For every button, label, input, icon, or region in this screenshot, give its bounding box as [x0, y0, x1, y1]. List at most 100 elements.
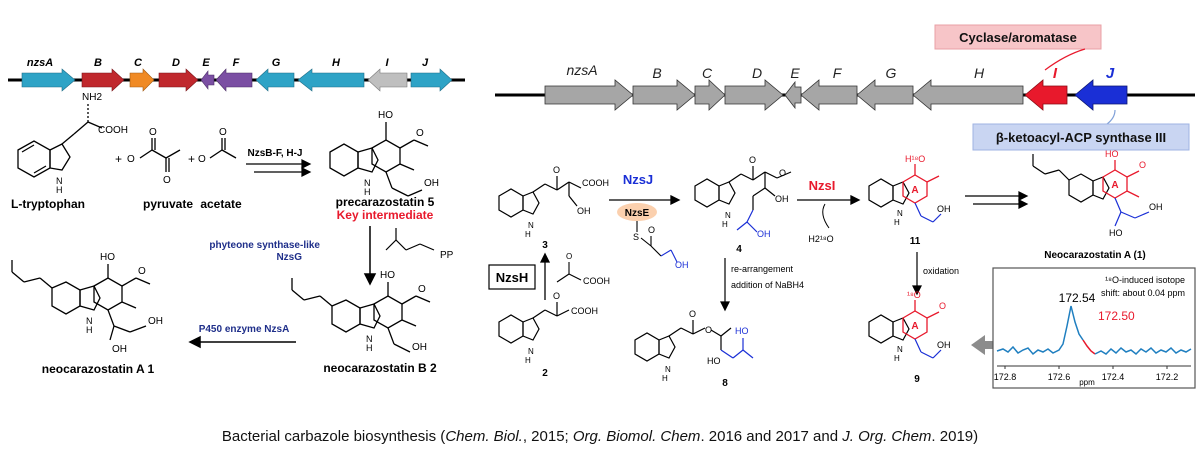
neocarazostatin-a-structure: [11, 260, 151, 341]
nzsh-pyruvate-cooh: COOH: [583, 276, 610, 286]
nzsh-box: [488, 264, 536, 290]
c4-h: H: [722, 220, 728, 229]
gene-label-C: C: [134, 57, 143, 69]
c11-ring-a: A: [911, 185, 918, 196]
caption-text-2: , 2015;: [522, 428, 573, 445]
gene-arrow-J: [410, 68, 453, 92]
compound-3-label: 3: [542, 240, 548, 251]
rearrangement-arrow: [720, 258, 730, 312]
nmr-note-line1: ¹⁸O-induced isotope: [1105, 275, 1185, 285]
gene-label-r-J: J: [1106, 65, 1115, 82]
cyclase-box: [934, 24, 1102, 50]
nmr-unit: ppm: [1079, 378, 1095, 387]
precarazostatin-label: precarazostatin 5: [336, 195, 435, 209]
precarazostatin-ho: HO: [378, 110, 393, 121]
neo-a-right-structure: [1032, 154, 1110, 203]
c3-h: H: [525, 230, 531, 239]
right-scheme-svg: Cyclase/aromatase nzsA B C D E F G H I J…: [488, 24, 1196, 389]
gene-label-J: J: [422, 57, 429, 69]
neo-a-right-blue-tail: [1114, 197, 1150, 227]
pyruvate-label: pyruvate: [143, 197, 193, 211]
compound-3-structure: [498, 176, 582, 218]
neo-a-oh-1: OH: [148, 316, 163, 327]
plus-2: +: [188, 152, 195, 166]
acetate-o: O: [219, 127, 227, 138]
nmr-spectrum-red: [1082, 339, 1096, 355]
pyruvate-right-structure: [556, 262, 582, 283]
nzsh-pyruvate-o: O: [566, 252, 572, 261]
gene-label-H: H: [332, 57, 341, 69]
nmr-peak1-label: 172.54: [1059, 291, 1096, 305]
gene-label-r-H: H: [974, 65, 985, 81]
gene-label-r-G: G: [886, 65, 897, 81]
caption-text-1: Bacterial carbazole biosynthesis (: [221, 428, 446, 445]
compound-2-structure: [498, 302, 570, 344]
gene-arrow-I: [367, 68, 408, 92]
nzse-s: S: [633, 232, 639, 242]
neo-a-right-o: O: [1139, 160, 1146, 170]
c3-cooh: COOH: [582, 178, 609, 188]
left-scheme-svg: nzsA B C D E F G H I J NH2 COOH N H L-tr…: [8, 57, 465, 376]
caption-text-4: . 2019): [931, 428, 979, 445]
gene-arrow-D: [158, 68, 199, 92]
neo-a-right-ring-a-label: A: [1111, 180, 1118, 191]
compound-11-label: 11: [910, 236, 921, 247]
gene-label-nzsA: nzsA: [27, 57, 53, 69]
compound-11-blue-tail: [914, 202, 942, 223]
gene-label-G: G: [272, 57, 281, 69]
nzsi-arrow: [797, 194, 861, 206]
nmr-spectrum-baseline: [1094, 346, 1192, 356]
acetate-structure: [209, 138, 237, 159]
gene-arrow-r-H: [912, 79, 1024, 111]
nzse-highlight: [617, 203, 657, 221]
gene-arrow-nzsA: [21, 68, 76, 92]
nzsj-arrow: [609, 194, 681, 206]
step2-arrow: [363, 226, 377, 286]
nzse-o: O: [648, 225, 655, 235]
step2-enzyme-line2: NzsG: [276, 252, 302, 263]
step3-arrow: [188, 335, 296, 349]
gene-label-r-D: D: [752, 65, 762, 81]
compound-4-structure: [694, 166, 792, 210]
gene-arrow-r-E: [784, 80, 802, 110]
nzse-label: NzsE: [625, 208, 650, 219]
pyruvate-ominus: O: [127, 154, 135, 165]
gene-label-r-nzsA: nzsA: [566, 62, 597, 78]
nzsh-label: NzsH: [496, 270, 529, 285]
nmr-tick-label-4: 172.2: [1156, 372, 1179, 382]
right-scheme-panel: Cyclase/aromatase nzsA B C D E F G H I J…: [485, 0, 1200, 410]
nmr-peak2-label: 172.50: [1098, 309, 1135, 323]
nzsh-arrow: [539, 252, 551, 300]
nmr-tick-label-3: 172.4: [1102, 372, 1125, 382]
dmapp-pp: PP: [440, 250, 454, 261]
gene-arrow-B: [81, 68, 125, 92]
c11-h18o: H¹⁸O: [905, 154, 925, 164]
step2-enzyme-line1: phyteone synthase-like: [209, 240, 320, 251]
step1-arrows: [246, 159, 312, 177]
neo-a-right-oh-2: HO: [1109, 228, 1123, 238]
c9-18o: ¹⁸O: [907, 290, 921, 300]
nmr-pointer-arrow: [971, 335, 993, 355]
acyl-nzse-structure: [636, 221, 678, 263]
pyruvate-o: O: [163, 175, 171, 186]
gene-label-B: B: [94, 57, 102, 69]
c2-h: H: [525, 356, 531, 365]
c4-oh: OH: [775, 194, 789, 204]
c4-o1: O: [749, 155, 756, 165]
nzsi-label: NzsI: [809, 178, 836, 193]
cyclase-label: Cyclase/aromatase: [959, 30, 1077, 45]
cyclase-pointer: [1044, 48, 1086, 71]
compound-4-label: 4: [736, 244, 742, 255]
gene-label-I: I: [385, 57, 389, 69]
c8-ho-blue: HO: [735, 326, 749, 336]
acetate-ominus: O: [198, 154, 206, 165]
left-scheme-panel: nzsA B C D E F G H I J NH2 COOH N H L-tr…: [0, 0, 470, 410]
caption-journal-1: Chem. Biol.: [445, 428, 523, 445]
precarazostatin-o: O: [416, 128, 424, 139]
c3-o: O: [553, 165, 560, 175]
neo-a-right-ring-a: [1102, 160, 1140, 199]
c8-h: H: [662, 374, 668, 383]
tryptophan-nh: N: [56, 176, 63, 186]
nmr-note-line2: shift: about 0.04 ppm: [1101, 288, 1185, 298]
gene-arrow-r-nzsA: [544, 79, 634, 111]
